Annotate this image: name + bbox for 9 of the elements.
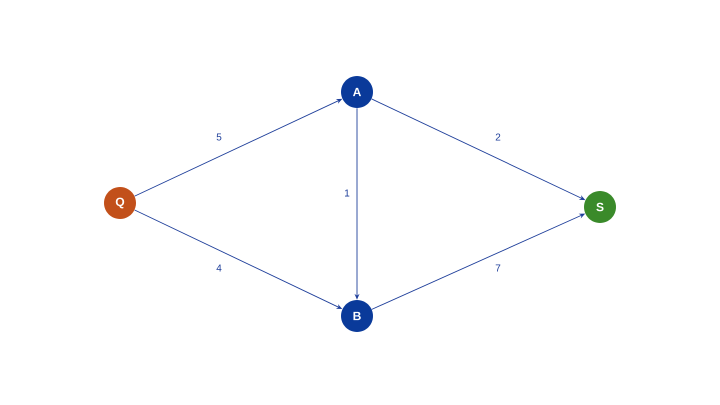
graph-node: A <box>341 76 373 108</box>
edge-label: 4 <box>215 264 223 272</box>
edge-label: 7 <box>494 264 502 272</box>
graph-node: S <box>584 191 616 223</box>
edge-label: 5 <box>215 132 223 142</box>
edge-label: 1 <box>343 188 351 198</box>
graph-node: Q <box>104 187 136 219</box>
graph-node: B <box>341 300 373 332</box>
edge-label: 2 <box>494 132 502 142</box>
